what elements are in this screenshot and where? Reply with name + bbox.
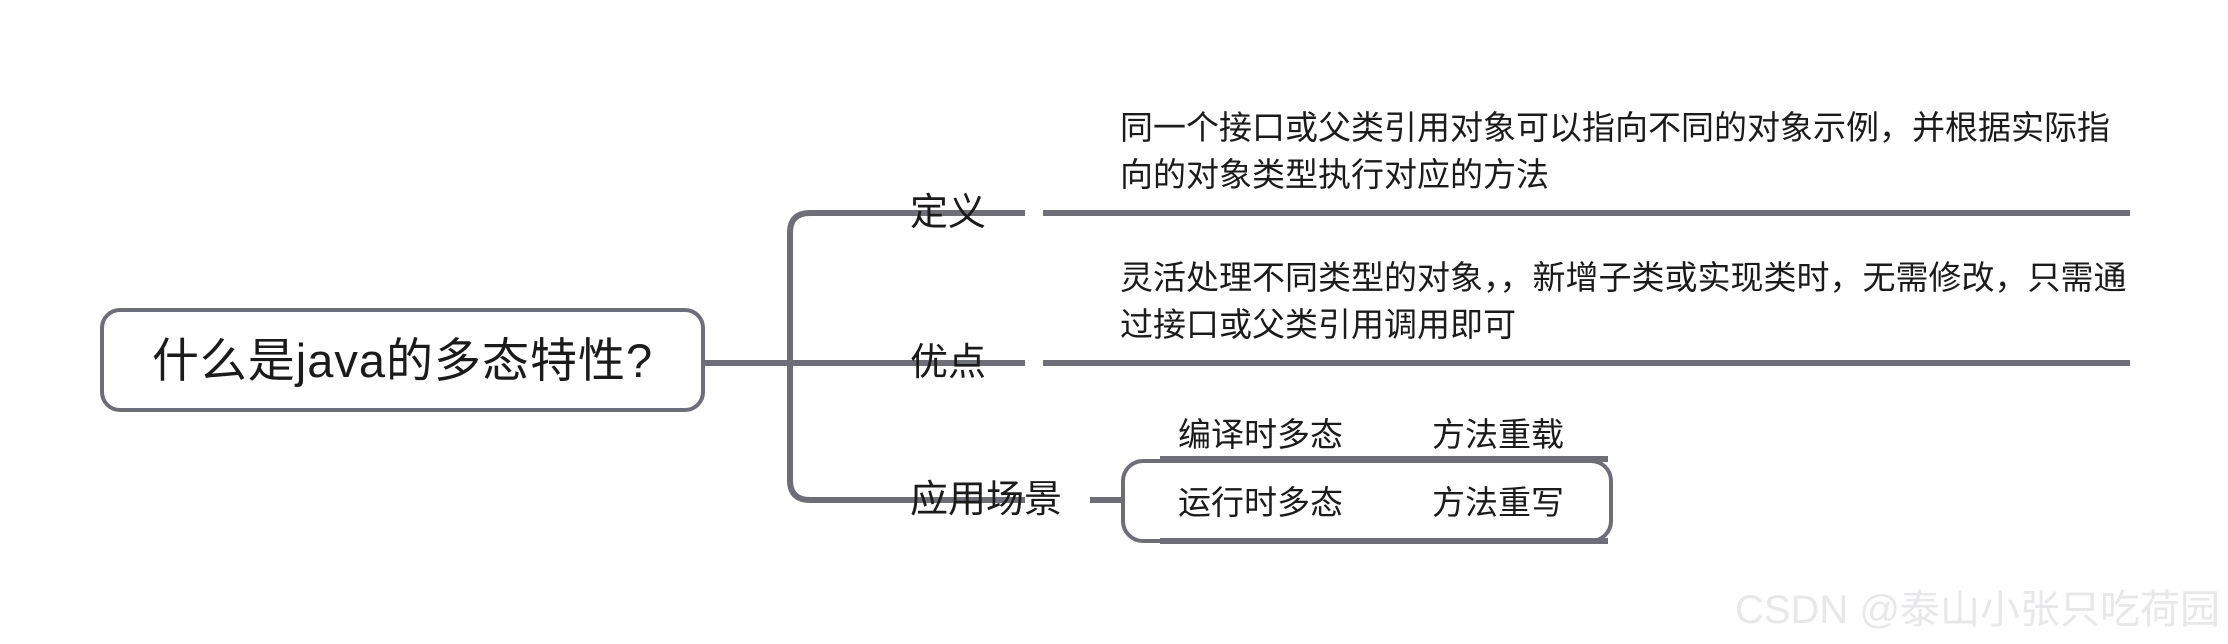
detail-text-advantage[interactable]: 灵活处理不同类型的对象，，新增子类或实现类时，无需修改，只需通过接口或父类引用调… — [1120, 259, 2127, 343]
table-row[interactable]: 运行时多态 方法重写 — [1160, 468, 1610, 536]
root-node[interactable]: 什么是java的多态特性? — [100, 308, 705, 412]
branch-label-advantage[interactable]: 优点 — [910, 342, 987, 384]
table-cell-type: 编译时多态 — [1178, 415, 1343, 453]
scenario-table: 编译时多态 方法重载 运行时多态 方法重写 — [1160, 400, 1610, 536]
table-cell-mechanism: 方法重载 — [1432, 415, 1564, 453]
root-node-label: 什么是java的多态特性? — [151, 333, 654, 387]
detail-text-definition[interactable]: 同一个接口或父类引用对象可以指向不同的对象示例，并根据实际指向的对象类型执行对应… — [1120, 109, 2110, 193]
table-row[interactable]: 编译时多态 方法重载 — [1160, 400, 1610, 468]
csdn-watermark: CSDN @泰山小张只吃荷园 — [1734, 588, 2220, 632]
branch-label-scenario[interactable]: 应用场景 — [910, 479, 1063, 521]
branch-label-definition[interactable]: 定义 — [910, 192, 987, 234]
table-cell-mechanism: 方法重写 — [1432, 483, 1564, 521]
table-cell-type: 运行时多态 — [1178, 483, 1343, 521]
wire-branch-definition — [787, 210, 1025, 363]
highlighted-row-outline[interactable] — [1121, 459, 1613, 543]
